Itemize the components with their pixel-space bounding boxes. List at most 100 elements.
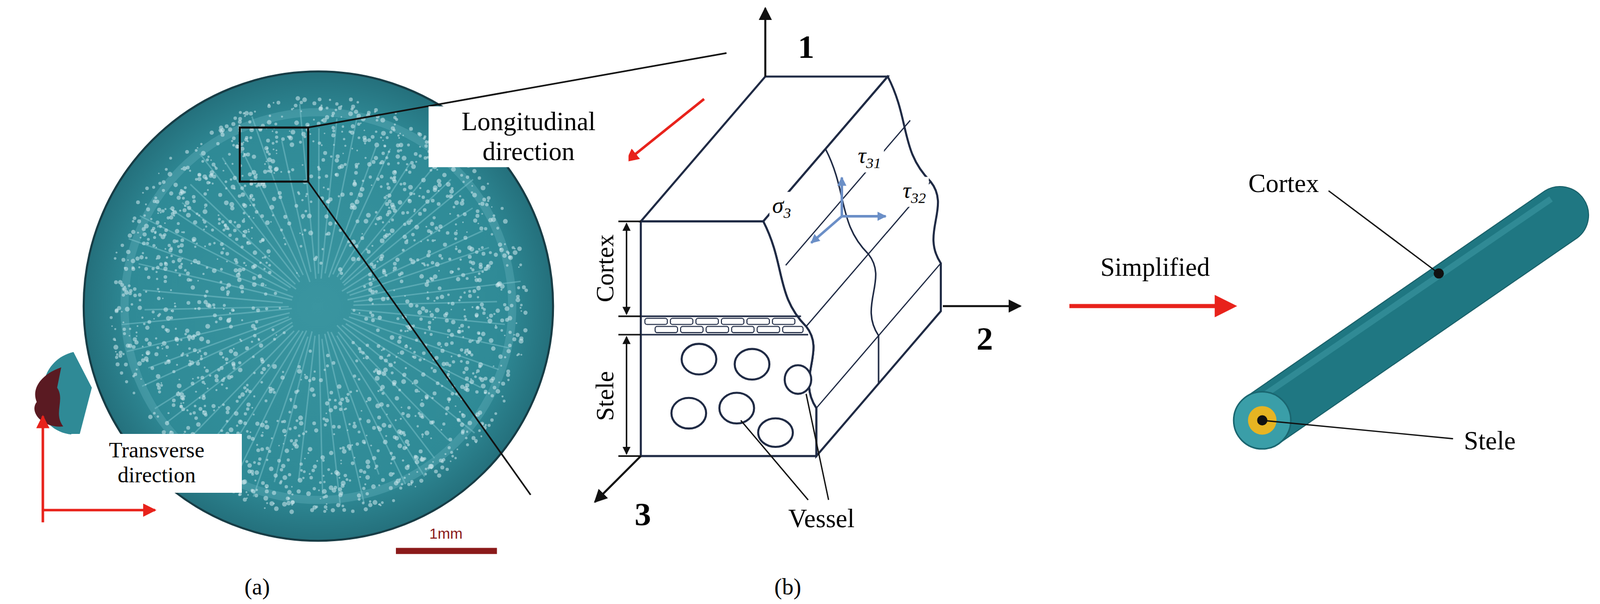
cell-dot	[520, 353, 523, 356]
cell-dot	[269, 501, 275, 507]
cell-dot	[488, 217, 493, 223]
cell-dot	[390, 371, 394, 375]
cell-dot	[404, 439, 410, 444]
cell-dot	[170, 289, 173, 292]
cell-dot	[185, 354, 189, 357]
cell-dot	[370, 313, 375, 318]
cell-dot	[450, 308, 453, 311]
cell-dot	[381, 221, 384, 224]
cell-dot	[228, 324, 233, 329]
cell-dot	[447, 293, 450, 297]
cell-dot	[288, 410, 292, 414]
cell-dot	[262, 183, 267, 188]
cell-dot	[231, 163, 234, 166]
cell-dot	[313, 370, 316, 373]
cell-dot	[434, 307, 440, 313]
cell-dot	[451, 167, 457, 173]
cell-dot	[228, 349, 234, 354]
cell-dot	[348, 422, 352, 426]
cell-dot	[368, 281, 373, 286]
cell-dot	[194, 416, 198, 420]
cell-dot	[289, 142, 295, 148]
cell-dot	[331, 360, 336, 365]
ray-tissue	[242, 151, 304, 275]
cell-dot	[297, 368, 303, 374]
cell-dot	[253, 327, 257, 331]
cell-dot	[130, 303, 134, 306]
cell-dot	[282, 331, 286, 335]
cell-dot	[148, 414, 153, 419]
cell-dot	[242, 479, 247, 484]
cell-dot	[323, 368, 327, 371]
cell-dot	[137, 360, 142, 366]
cell-dot	[382, 439, 388, 445]
cell-dot	[155, 270, 158, 273]
cell-dot	[263, 255, 267, 259]
cell-dot	[399, 279, 404, 284]
cell-dot	[268, 114, 272, 118]
cell-dot	[232, 347, 235, 350]
cell-dot	[290, 129, 296, 135]
cell-dot	[164, 361, 168, 365]
cell-dot	[462, 221, 464, 223]
cell-dot	[192, 199, 196, 203]
cell-dot	[417, 211, 422, 216]
cell-dot	[303, 228, 307, 232]
cell-dot	[448, 370, 450, 372]
cell-dot	[250, 436, 255, 441]
cell-dot	[237, 119, 242, 124]
cell-dot	[349, 390, 353, 393]
cell-dot	[374, 130, 378, 134]
cell-dot	[135, 335, 138, 337]
cell-dot	[402, 372, 407, 377]
cell-dot	[275, 140, 278, 143]
cell-dot	[174, 337, 179, 342]
cell-dot	[414, 388, 419, 393]
cell-dot	[340, 459, 342, 461]
cell-dot	[333, 144, 336, 147]
ray-tissue	[253, 336, 309, 497]
cell-dot	[202, 220, 207, 224]
cell-dot	[203, 299, 208, 305]
cell-dot	[432, 368, 437, 373]
cell-dot	[191, 194, 196, 199]
cell-dot	[471, 268, 475, 272]
cell-dot	[398, 137, 400, 139]
cell-dot	[273, 291, 277, 295]
cell-dot	[381, 270, 386, 275]
cell-dot	[294, 203, 299, 208]
cell-dot	[176, 343, 179, 346]
cell-dot	[425, 199, 430, 204]
cell-dot	[345, 407, 348, 410]
cell-dot	[172, 398, 177, 403]
cell-dot	[225, 419, 229, 423]
cell-dot	[304, 457, 306, 460]
ray-tissue	[317, 128, 320, 274]
cell-dot	[401, 411, 405, 416]
cell-dot	[115, 362, 120, 367]
cell-dot	[477, 332, 481, 335]
cell-dot	[421, 262, 424, 265]
cell-dot	[379, 254, 384, 259]
cell-dot	[311, 376, 316, 381]
cell-dot	[400, 483, 404, 486]
cell-dot	[395, 257, 400, 262]
cell-dot	[291, 493, 294, 496]
cell-dot	[270, 437, 273, 440]
cell-dot	[309, 200, 313, 203]
cell-dot	[349, 243, 353, 247]
cell-dot	[265, 261, 269, 264]
cell-dot	[252, 203, 256, 207]
cell-dot	[260, 433, 264, 437]
cell-dot	[150, 365, 155, 370]
cell-dot	[322, 488, 328, 494]
cell-dot	[141, 345, 144, 348]
ray-tissue	[346, 230, 483, 294]
cell-dot	[260, 380, 263, 384]
cell-dot	[224, 186, 228, 190]
cell-dot	[475, 305, 480, 310]
cell-dot	[426, 228, 431, 233]
cell-dot	[284, 434, 286, 437]
cell-dot	[259, 422, 265, 428]
cell-dot	[255, 173, 258, 176]
